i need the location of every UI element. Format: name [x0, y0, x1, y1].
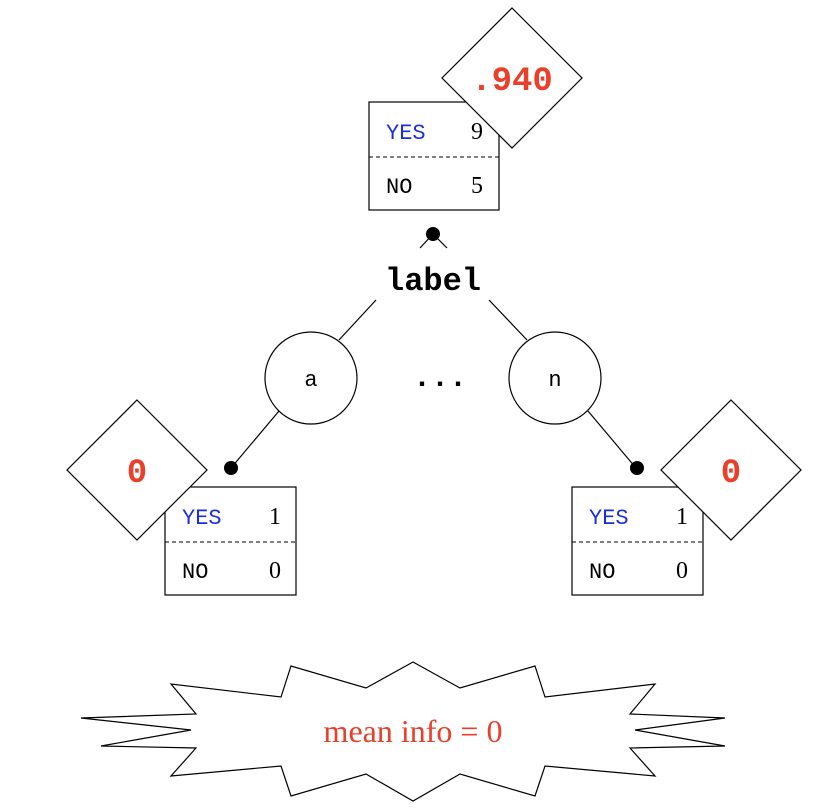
root-yes-label: YES	[386, 121, 426, 146]
edge-n-to-leaf	[587, 410, 637, 469]
root-no-count: 5	[471, 173, 483, 199]
branch-a-circle	[264, 331, 358, 425]
summary-text: mean info = 0	[324, 713, 503, 749]
root-no-label: NO	[386, 175, 412, 200]
root-entropy-value: .940	[471, 63, 553, 101]
leaf-n-entropy-diamond	[660, 399, 802, 541]
leaf-a-yes-label: YES	[182, 506, 222, 531]
root-count-box	[368, 101, 500, 211]
edge-label-to-a	[338, 299, 377, 341]
branch-ellipsis: ...	[413, 362, 467, 396]
root-yes-count: 9	[471, 119, 483, 145]
leaf-n-yes-count: 1	[676, 504, 688, 530]
edge-label-to-n	[488, 299, 528, 341]
leaf-a-entropy-value: 0	[127, 455, 147, 493]
leaf-a-entropy-diamond	[66, 399, 208, 541]
branch-n-circle	[508, 331, 602, 425]
leaf-n-no-label: NO	[589, 560, 615, 585]
branch-a-value: a	[304, 368, 317, 393]
leaf-a-connector-dot	[224, 461, 238, 475]
leaf-n-connector-dot	[630, 461, 644, 475]
edge-a-to-leaf	[230, 410, 280, 469]
split-attribute-label: label	[385, 263, 481, 300]
root-connector-right	[432, 233, 448, 249]
leaf-a-yes-count: 1	[269, 504, 281, 530]
leaf-n-yes-label: YES	[589, 506, 629, 531]
leaf-a-no-count: 0	[269, 558, 281, 584]
root-entropy-diamond	[441, 7, 583, 149]
root-node: YES 9 NO 5 .940	[368, 7, 583, 249]
leaf-a-count-box	[164, 486, 297, 596]
branch-n-value: n	[548, 368, 561, 393]
root-connector-left	[419, 233, 434, 249]
summary-starburst	[80, 661, 726, 802]
leaf-a-node: YES 1 NO 0 0	[66, 399, 297, 596]
leaf-n-node: YES 1 NO 0 0	[571, 399, 802, 596]
leaf-n-count-box	[571, 486, 704, 596]
leaf-n-entropy-value: 0	[721, 455, 741, 493]
leaf-n-no-count: 0	[676, 558, 688, 584]
leaf-a-no-label: NO	[182, 560, 208, 585]
